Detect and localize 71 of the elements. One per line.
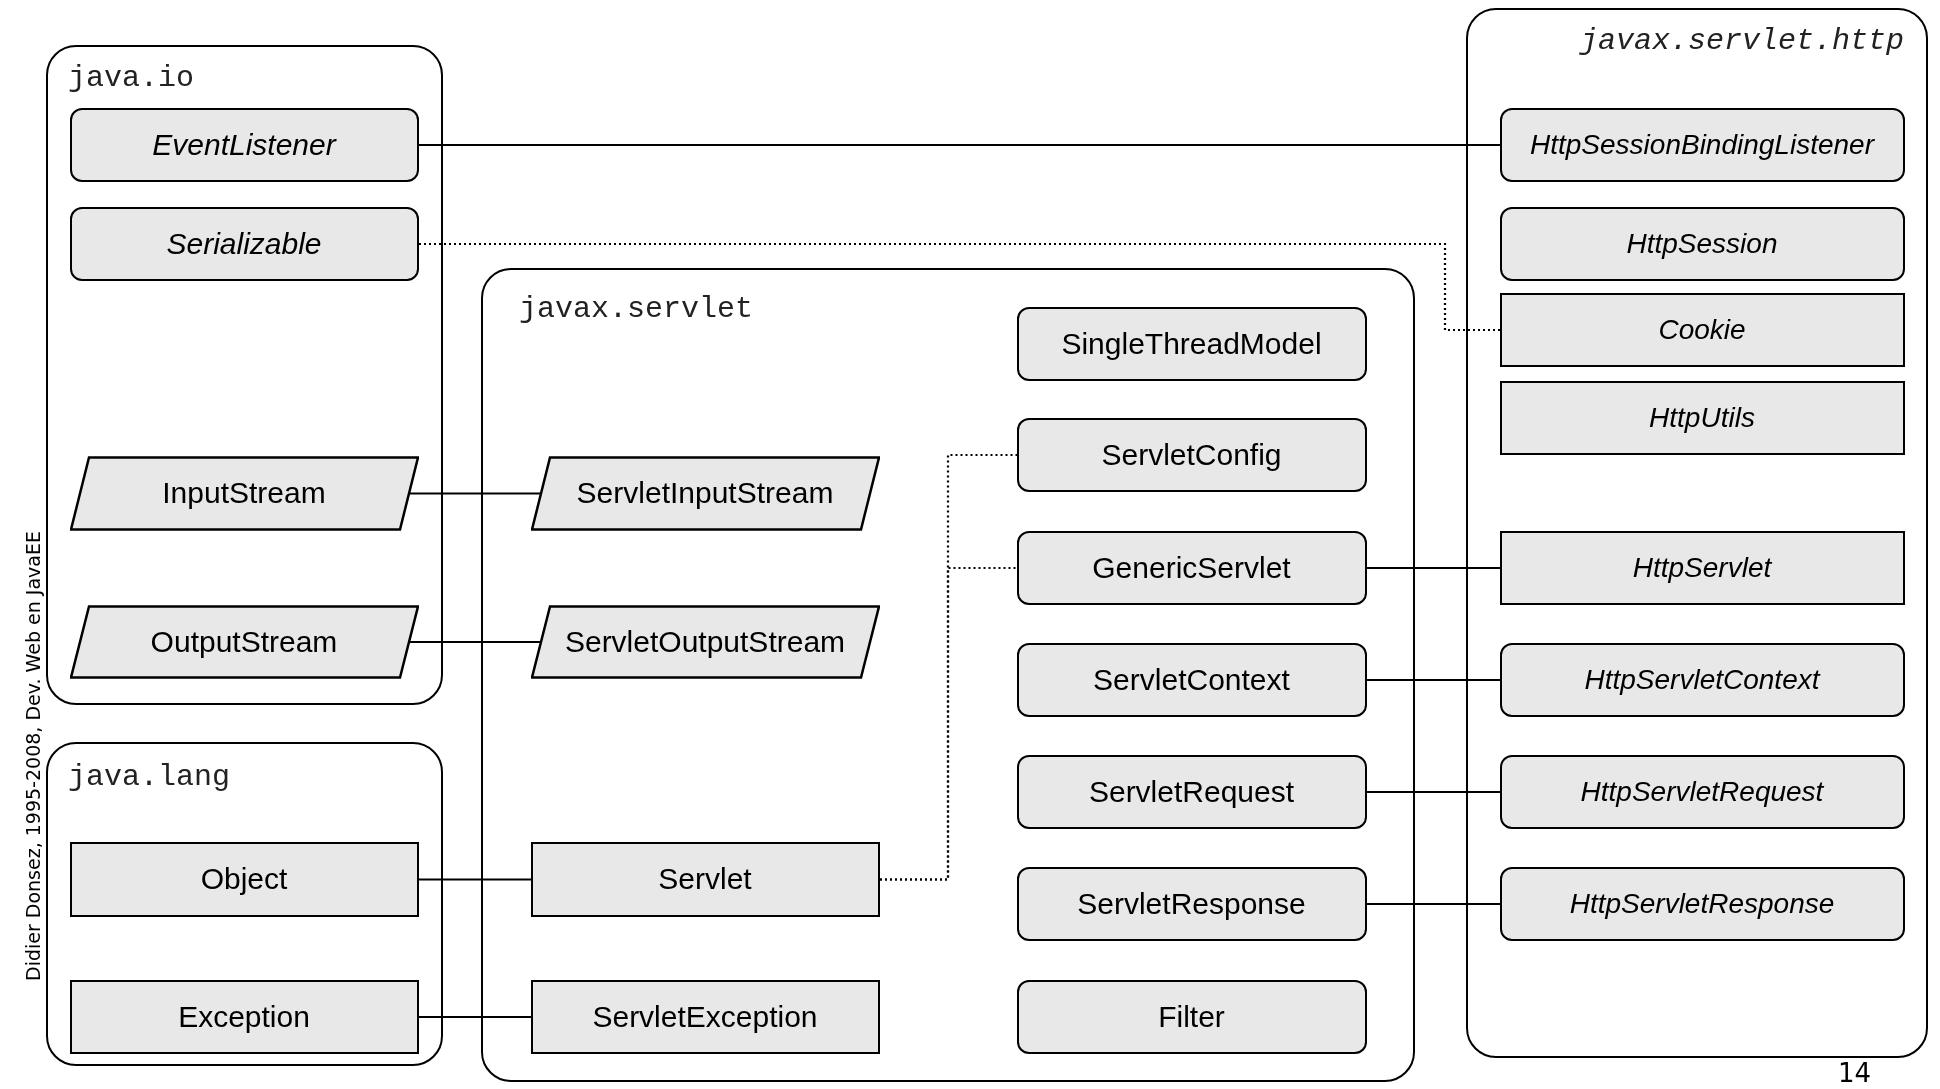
class-box	[69, 841, 419, 917]
connector-line	[419, 1015, 531, 1019]
class-box	[69, 979, 419, 1054]
interface-box	[1016, 417, 1367, 492]
class-name: HttpUtils	[1649, 401, 1755, 434]
interface-box	[1016, 866, 1367, 941]
package-frame	[46, 45, 443, 705]
stream-name: InputStream	[162, 476, 326, 510]
interface-name: HttpServletResponse	[1569, 887, 1835, 920]
interface-box	[1016, 530, 1367, 605]
interface-name: EventListener	[152, 127, 336, 162]
page-number: 14	[1838, 1058, 1872, 1088]
package-name: javax.servlet.http	[1579, 24, 1904, 58]
interface-box	[1499, 642, 1905, 717]
package-frame	[481, 268, 1415, 1082]
stream-box	[69, 604, 419, 679]
stream-name: OutputStream	[150, 624, 338, 659]
interface-box	[69, 107, 419, 182]
package-name: javax.servlet	[519, 292, 754, 326]
interface-box	[1499, 754, 1905, 829]
class-name: Cookie	[1658, 313, 1746, 346]
class-box	[530, 979, 880, 1054]
interface-box	[1499, 866, 1905, 941]
class-box	[530, 841, 880, 917]
dotted-connector	[419, 242, 1500, 332]
author-note: Didier Donsez, 1995-2008, Dev. Web en JavaEE	[22, 531, 44, 981]
dotted-connector	[880, 566, 1017, 881]
class-name: HttpServlet	[1632, 551, 1772, 584]
stream-name: ServletInputStream	[576, 476, 834, 510]
package-frame	[46, 742, 443, 1066]
class-name: Object	[200, 862, 288, 896]
interface-name: ServletContext	[1093, 662, 1290, 697]
stream-box	[69, 455, 419, 531]
interface-name: HttpSessionBindingListener	[1530, 128, 1874, 161]
package-name: java.lang	[68, 760, 231, 794]
interface-box	[1499, 107, 1905, 182]
connector-line	[419, 878, 531, 881]
package-name: java.io	[68, 61, 195, 95]
connector-line	[419, 143, 1500, 147]
connector-line	[1367, 902, 1500, 906]
interface-name: ServletResponse	[1077, 886, 1306, 921]
interface-name: ServletConfig	[1101, 437, 1282, 472]
interface-box	[1016, 642, 1367, 717]
stream-box	[530, 604, 880, 679]
interface-name: SingleThreadModel	[1061, 326, 1322, 361]
stream-name: ServletOutputStream	[564, 624, 846, 659]
connector-line	[1367, 790, 1500, 794]
interface-box	[1016, 306, 1367, 381]
interface-name: GenericServlet	[1092, 550, 1291, 585]
connector-line	[1367, 566, 1500, 570]
connector-line	[410, 640, 540, 644]
interface-name: ServletRequest	[1088, 774, 1295, 809]
connector-line	[410, 492, 540, 495]
interface-name: HttpServletRequest	[1580, 775, 1824, 808]
package-frame	[1466, 8, 1928, 1058]
class-box	[1499, 530, 1905, 605]
interface-name: Serializable	[166, 226, 322, 261]
class-name: Servlet	[658, 862, 752, 896]
interface-name: HttpSession	[1626, 227, 1778, 260]
interface-name: Filter	[1158, 999, 1225, 1034]
connector-line	[1367, 678, 1500, 682]
class-box	[1499, 292, 1905, 367]
class-name: Exception	[178, 999, 310, 1034]
interface-name: HttpServletContext	[1584, 663, 1820, 696]
interface-box	[1016, 979, 1367, 1054]
interface-box	[69, 206, 419, 281]
interface-box	[1499, 206, 1905, 281]
stream-box	[530, 455, 880, 531]
class-box	[1499, 380, 1905, 455]
class-name: ServletException	[592, 999, 818, 1034]
interface-box	[1016, 754, 1367, 829]
